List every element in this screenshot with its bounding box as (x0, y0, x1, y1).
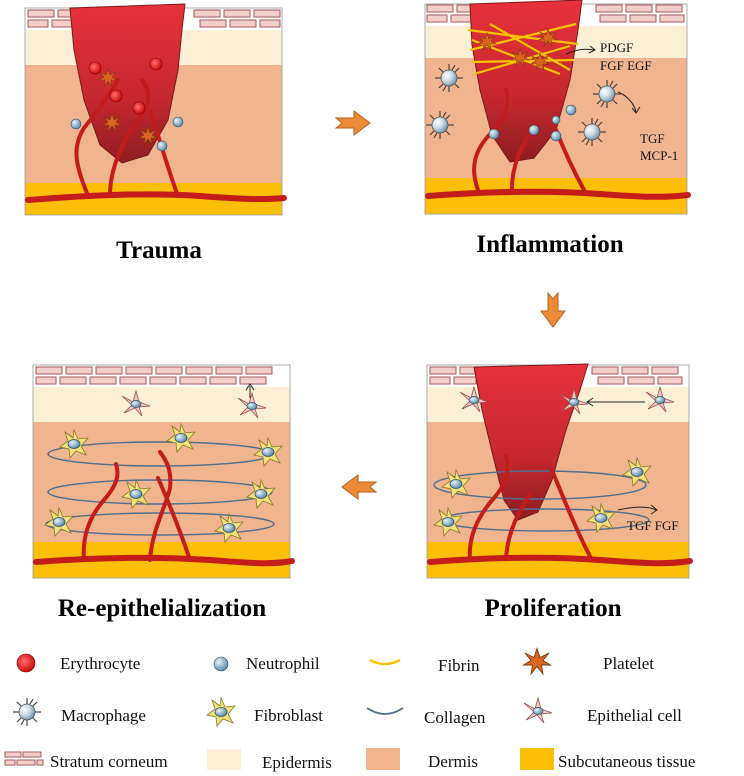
stratum-corneum-layer (35, 366, 273, 385)
title-proliferation: Proliferation (485, 595, 622, 622)
legend-fibrin: Fibrin (369, 656, 480, 675)
stratum-corneum-icon (4, 751, 44, 766)
legend-platelet: Platelet (523, 648, 654, 675)
legend-dermis: Dermis (366, 748, 478, 771)
erythrocytes (88, 57, 163, 115)
fibroblast-icon (206, 697, 236, 727)
svg-text:Epidermis: Epidermis (262, 753, 332, 772)
panel-proliferation: TGF FGF (426, 363, 693, 579)
legend-macrophage: Macrophage (12, 697, 146, 727)
panel-inflammation: PDGF FGF EGF TGF MCP-1 (424, 0, 691, 215)
title-reepithelialization: Re-epithelialization (58, 595, 266, 622)
svg-text:Fibroblast: Fibroblast (254, 706, 323, 725)
factor-mcp1: MCP-1 (640, 148, 678, 163)
legend-neutrophil: Neutrophil (213, 654, 320, 673)
svg-text:Dermis: Dermis (428, 752, 478, 771)
secretion-arrows (565, 45, 641, 114)
arrow-trauma-to-inflammation (335, 110, 371, 136)
legend-collagen: Collagen (366, 707, 486, 727)
legend-stratum-corneum: Stratum corneum (4, 751, 168, 771)
subcutaneous-icon (520, 748, 554, 770)
panel-trauma (24, 3, 287, 216)
collagen-icon (366, 707, 404, 715)
secretion-arrows (586, 397, 658, 515)
title-inflammation: Inflammation (476, 231, 623, 258)
stratum-corneum-layer (429, 366, 683, 385)
legend-fibroblast: Fibroblast (206, 697, 323, 727)
dermis-icon (366, 748, 400, 770)
neutrophils (488, 104, 577, 142)
factor-fgf-egf: FGF EGF (600, 58, 652, 73)
erythrocyte-icon (16, 653, 36, 673)
platelet-icon (523, 648, 551, 675)
legend: Erythrocyte Neutrophil Fibrin Platelet M… (4, 648, 695, 772)
fibrin-icon (369, 658, 401, 666)
blood-vessels (25, 78, 287, 203)
neutrophils (70, 116, 184, 152)
neutrophil-icon (213, 656, 229, 672)
legend-epithelial-cell: Epithelial cell (523, 697, 682, 725)
arrow-proliferation-to-reepithelialization (341, 474, 377, 500)
stratum-corneum-layer (426, 4, 685, 23)
svg-text:Neutrophil: Neutrophil (246, 654, 320, 673)
legend-epidermis: Epidermis (207, 749, 332, 772)
legend-subcutaneous-tissue: Subcutaneous tissue (520, 748, 695, 771)
svg-text:Platelet: Platelet (603, 654, 654, 673)
blood-vessels (33, 450, 295, 567)
svg-text:Subcutaneous tissue: Subcutaneous tissue (558, 752, 695, 771)
legend-erythrocyte: Erythrocyte (16, 653, 140, 673)
blood-vessels (427, 454, 693, 567)
secretion-arrows (245, 383, 255, 398)
factor-pdgf: PDGF (600, 40, 633, 55)
svg-text:Macrophage: Macrophage (61, 706, 146, 725)
svg-text:Fibrin: Fibrin (438, 656, 480, 675)
panel-reepithelialization (32, 364, 295, 579)
macrophage-icon (12, 697, 42, 727)
title-trauma: Trauma (116, 237, 202, 264)
epithelial-cell-icon (523, 697, 553, 724)
svg-text:Collagen: Collagen (424, 708, 486, 727)
epidermis-icon (207, 749, 241, 770)
arrow-inflammation-to-proliferation (540, 292, 566, 328)
svg-text:Stratum corneum: Stratum corneum (50, 752, 168, 771)
svg-text:Epithelial cell: Epithelial cell (587, 706, 682, 725)
factor-tgf: TGF (640, 131, 665, 146)
factor-tgf-fgf: TGF FGF (627, 518, 679, 533)
svg-text:Erythrocyte: Erythrocyte (60, 654, 140, 673)
